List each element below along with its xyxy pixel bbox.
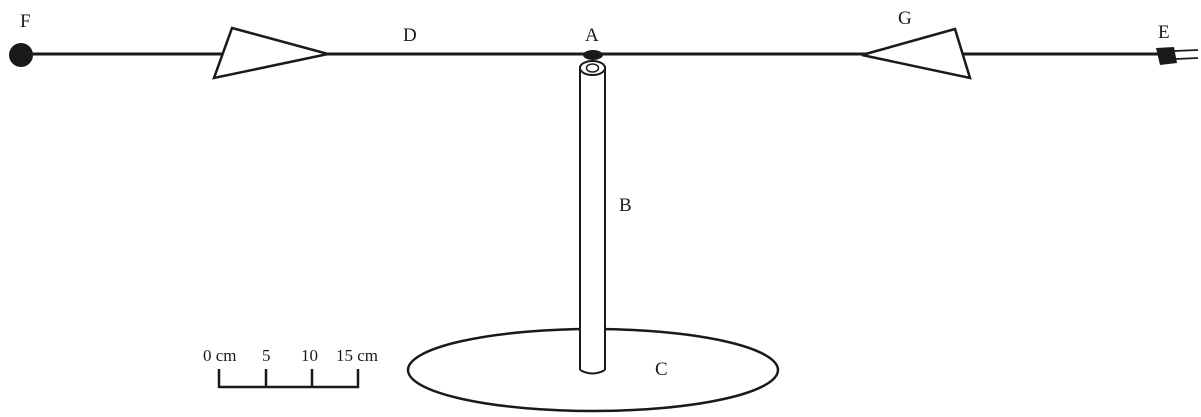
label-b: B	[619, 195, 632, 216]
label-d: D	[403, 25, 417, 46]
scale-label-0: 0 cm	[203, 346, 237, 365]
label-a: A	[585, 25, 599, 46]
right-fin	[861, 27, 972, 80]
end-connector	[1156, 47, 1199, 65]
scale-bar: 0 cm 5 10 15 cm	[203, 346, 378, 389]
left-fin	[212, 26, 329, 80]
label-f: F	[20, 11, 31, 32]
end-ball	[9, 43, 33, 67]
label-g: G	[898, 8, 912, 29]
scale-label-5: 5	[262, 346, 271, 365]
label-c: C	[655, 359, 668, 380]
label-e: E	[1158, 22, 1170, 43]
vertical-tube	[579, 60, 606, 375]
scale-label-10: 10	[301, 346, 318, 365]
pivot-point	[583, 50, 603, 60]
scale-label-15: 15 cm	[336, 346, 378, 365]
